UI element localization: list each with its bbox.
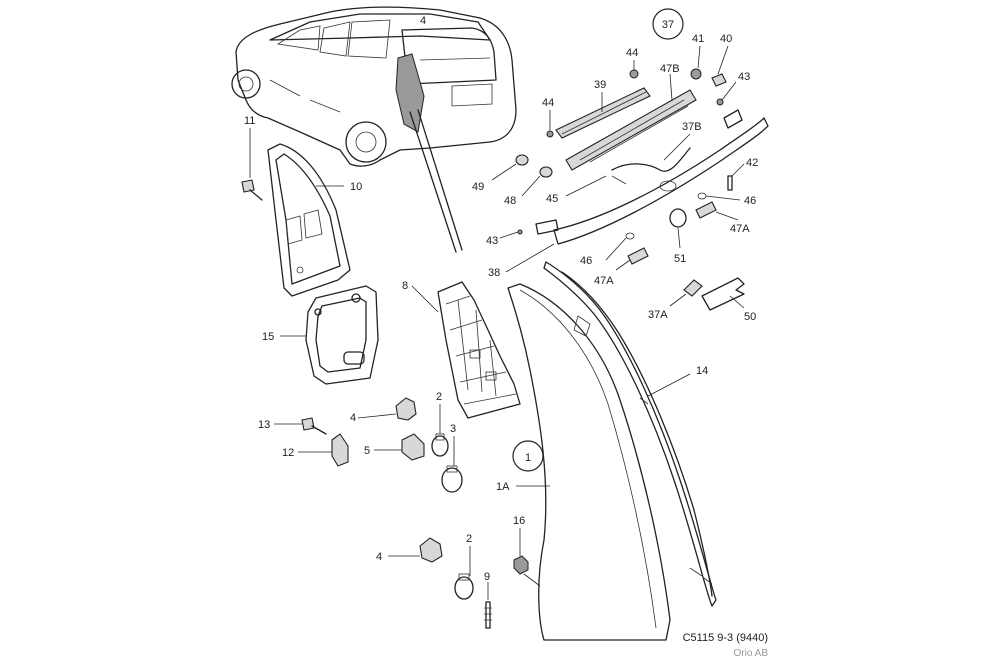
label-47B: 47B [660,63,680,75]
label-2a: 2 [436,391,442,403]
label-43b: 43 [486,235,498,247]
part-strip-39 [555,87,651,139]
part-socket-4a [395,397,417,421]
part-49 [515,154,529,166]
part-screw-13 [301,417,327,435]
part-lamp-housing-8 [437,281,521,419]
part-nut-44b [546,130,554,138]
part-46a [697,192,707,200]
label-1A: 1A [496,481,510,493]
part-trim-14 [543,261,717,607]
part-46b [625,232,635,240]
part-bracket-50 [701,277,745,311]
footer-publisher: Orio AB [734,648,769,659]
part-51 [669,208,687,228]
part-43b-pad [535,219,559,235]
part-43a-pad [723,109,743,129]
label-5: 5 [364,445,370,457]
label-41: 41 [692,33,704,45]
label-8: 8 [402,280,408,292]
part-clip-12 [331,433,349,467]
label-37B: 37B [682,121,702,133]
label-37A: 37A [648,309,668,321]
label-45: 45 [546,193,558,205]
label-47A: 47A [730,223,750,235]
part-frame-10 [267,143,351,297]
label-39: 39 [594,79,606,91]
part-43a [716,98,724,106]
part-screw-42 [727,175,733,191]
label-47A-b: 47A [594,275,614,287]
label-3: 3 [450,423,456,435]
car-illustration: 4 [231,6,517,253]
callout-37-text: 37 [662,19,674,31]
part-40 [711,73,727,87]
callout-37: 37 [652,8,684,40]
label-40: 40 [720,33,732,45]
label-44a: 44 [626,47,638,59]
part-41 [690,68,702,80]
label-51: 51 [674,253,686,265]
label-46a: 46 [744,195,756,207]
part-bulb-2b [454,573,474,600]
part-pin-9 [484,601,492,629]
label-4b: 4 [376,551,382,563]
label-49: 49 [472,181,484,193]
part-47A-a [695,201,717,219]
part-37A [683,279,703,297]
label-2b: 2 [466,533,472,545]
label-38: 38 [488,267,500,279]
label-42: 42 [746,157,758,169]
part-48 [539,166,553,178]
label-44b: 44 [542,97,554,109]
part-bulb-2a [431,433,449,457]
label-48: 48 [504,195,516,207]
label-10: 10 [350,181,362,193]
part-labels: 11 10 15 8 4 2 3 13 12 5 1A 16 2 4 9 44 … [244,33,758,583]
part-47A-b [627,247,649,265]
footer-code: C5115 9-3 (9440) [683,632,768,644]
car-badge: 4 [420,15,426,27]
label-11: 11 [244,115,255,127]
label-46b: 46 [580,255,592,267]
label-14: 14 [696,365,708,377]
part-socket-4b [419,537,443,563]
label-4a: 4 [350,412,356,424]
part-nut-44a [629,69,639,79]
leader-lines [249,45,745,600]
part-screw-11 [241,179,263,201]
part-bar-38 [553,117,769,245]
label-43a: 43 [738,71,750,83]
part-43b [517,229,523,235]
label-13: 13 [258,419,270,431]
callout-1: 1 [512,440,544,472]
part-nut-16 [513,555,529,575]
label-12: 12 [282,447,294,459]
part-strip-47B [565,89,697,171]
label-16: 16 [513,515,525,527]
callout-1-text: 1 [525,452,531,464]
part-socket-5 [401,433,425,461]
label-15: 15 [262,331,274,343]
part-gasket-15 [305,285,379,385]
part-lamp-1A [507,283,671,641]
part-bulb-3 [441,465,463,493]
label-9: 9 [484,571,490,583]
label-50: 50 [744,311,756,323]
part-cable-45 [611,147,691,185]
